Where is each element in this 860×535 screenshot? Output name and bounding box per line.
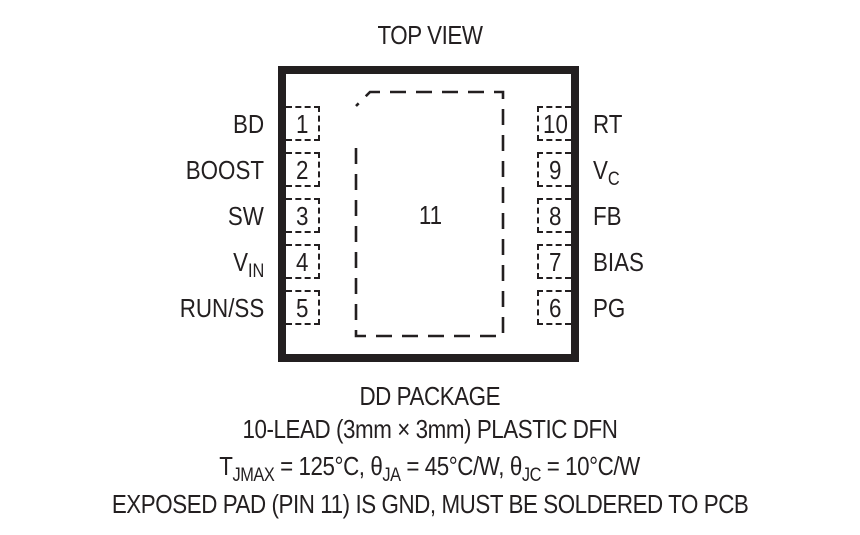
pin-label-fb: FB (593, 201, 622, 231)
pin-pad-10: 10 (537, 106, 571, 141)
pin-label-bd: BD (232, 109, 264, 139)
package-outline (278, 66, 579, 362)
caption-exposed-pad-note: EXPOSED PAD (PIN 11) IS GND, MUST BE SOL… (111, 489, 749, 519)
pin-label-pg: PG (593, 293, 626, 323)
exposed-pad-outline (354, 90, 505, 338)
pin-pad-2: 2 (286, 152, 320, 187)
pin-pad-6: 6 (537, 290, 571, 325)
pin-label-boost: BOOST (185, 155, 264, 185)
caption-thermal-specs: TJMAX = 125°C, θJA = 45°C/W, θJC = 10°C/… (219, 451, 641, 486)
pin-label-sw: SW (227, 201, 264, 231)
caption-package-type: 10-LEAD (3mm × 3mm) PLASTIC DFN (242, 414, 618, 444)
pin-label-vc: VC (593, 155, 620, 190)
pin-pad-4: 4 (286, 244, 320, 279)
exposed-pad-number: 11 (418, 200, 442, 230)
caption-package-name: DD PACKAGE (359, 381, 501, 411)
pin-pad-3: 3 (286, 198, 320, 233)
pin-pad-9: 9 (537, 152, 571, 187)
pin-label-run-ss: RUN/SS (179, 293, 264, 323)
diagram-title: TOP VIEW (377, 20, 483, 50)
pin-label-rt: RT (593, 109, 623, 139)
pin-pad-7: 7 (537, 244, 571, 279)
pin-pad-1: 1 (286, 106, 320, 141)
pin-pad-8: 8 (537, 198, 571, 233)
pin-pad-5: 5 (286, 290, 320, 325)
pin-label-bias: BIAS (593, 247, 644, 277)
pin-label-vin: VIN (232, 247, 264, 282)
